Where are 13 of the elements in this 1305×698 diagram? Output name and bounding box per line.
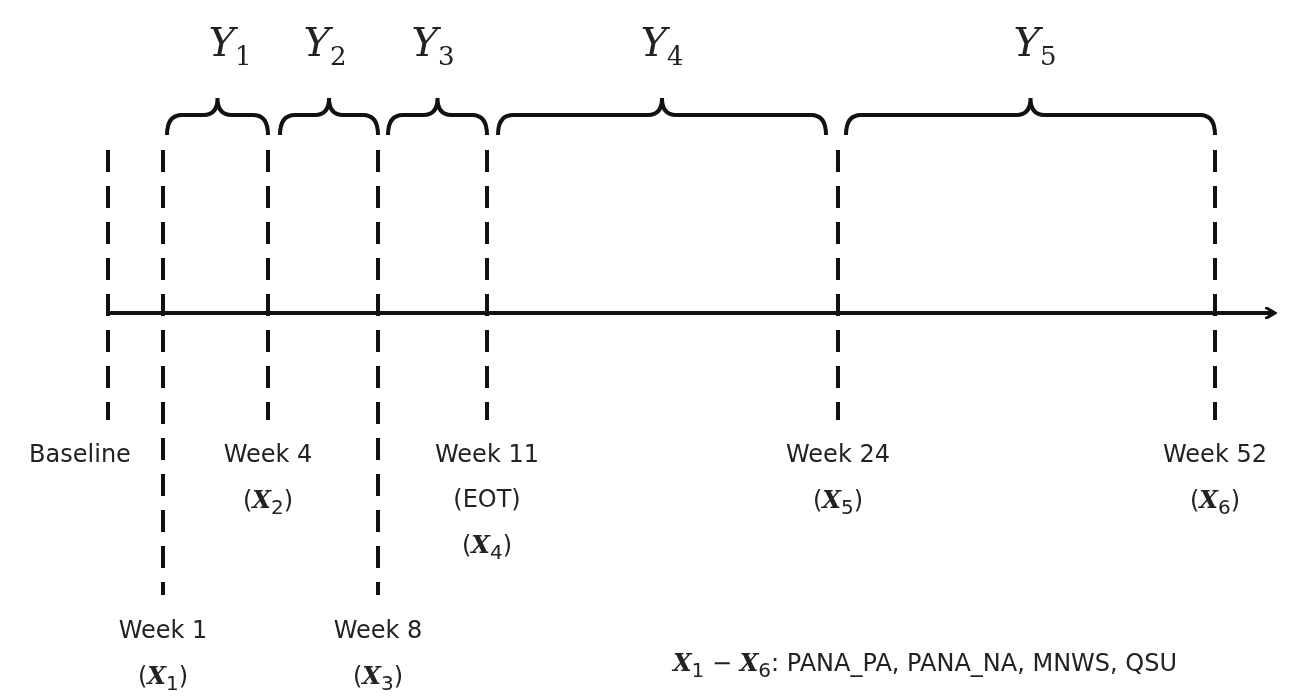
interval-label: Y$_{4}$: [639, 18, 685, 73]
time-point-label: Week 4 (X$_{2}$): [222, 439, 314, 521]
time-point-label: Baseline: [28, 439, 132, 470]
interval-label: Y$_{5}$: [1012, 18, 1058, 73]
interval-label: Y$_{1}$: [207, 18, 253, 73]
time-point-label: Week 52 (X$_{6}$): [1162, 439, 1268, 521]
interval-label: Y$_{3}$: [410, 18, 456, 73]
time-point-label: Week 1 (X$_{1}$): [117, 615, 209, 697]
time-point-label: Week 11 (EOT) (X$_{4}$): [434, 439, 540, 566]
note-text: X$_{1}$ − X$_{6}$: PANA_PA, PANA_NA, MNWS, QSU: [670, 647, 1179, 684]
time-point-label: Week 8 (X$_{3}$): [332, 615, 424, 697]
time-point-label: Week 24 (X$_{5}$): [785, 439, 891, 521]
interval-label: Y$_{2}$: [302, 18, 348, 73]
